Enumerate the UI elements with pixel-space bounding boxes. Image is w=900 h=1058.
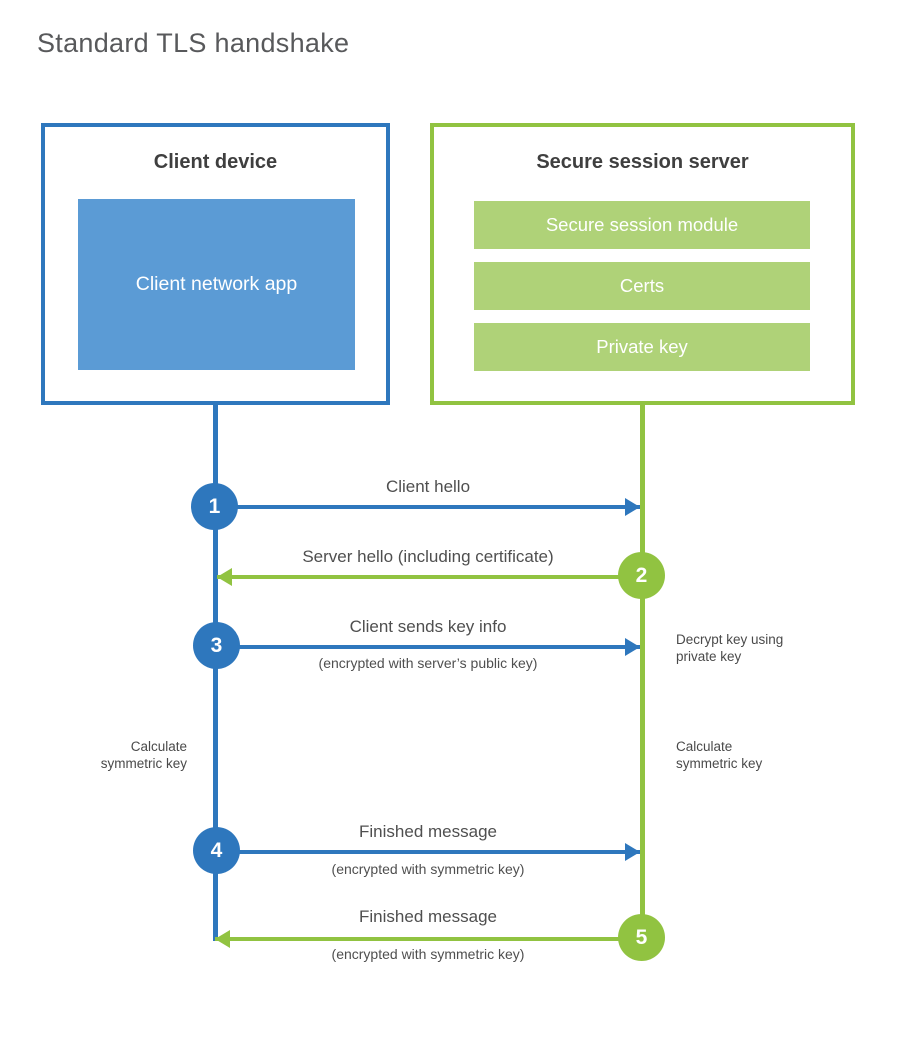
- step-badge-2: 2: [618, 552, 665, 599]
- message-label-2: Server hello (including certificate): [302, 547, 554, 566]
- client-lifeline: [213, 403, 218, 941]
- annotation-calculate-symmetric-key-server: Calculate symmetric key: [676, 739, 763, 771]
- secure-session-server-box: Secure session server Secure session mod…: [430, 123, 855, 405]
- step-badge-4: 4: [193, 827, 240, 874]
- server-module-private-key: Private key: [474, 323, 810, 371]
- client-network-app-module: Client network app: [78, 199, 355, 370]
- secure-session-server-title: Secure session server: [536, 151, 749, 173]
- message-arrow-4: [216, 843, 640, 861]
- message-sublabel-5: (encrypted with symmetric key): [331, 946, 525, 962]
- client-device-box: Client device Client network app: [41, 123, 390, 405]
- arrowhead-right-icon: [625, 498, 640, 516]
- arrowhead-left-icon: [215, 930, 230, 948]
- arrowhead-right-icon: [625, 843, 640, 861]
- arrowhead-right-icon: [625, 638, 640, 656]
- message-arrow-5: [215, 930, 642, 948]
- message-sublabel-3: (encrypted with server’s public key): [318, 655, 538, 671]
- page-title: Standard TLS handshake: [37, 28, 350, 58]
- message-arrow-3: [216, 638, 640, 656]
- step-badge-3: 3: [193, 622, 240, 669]
- client-network-app-label: Client network app: [135, 272, 298, 295]
- server-module-certs: Certs: [474, 262, 810, 310]
- message-label-1: Client hello: [385, 477, 471, 496]
- server-lifeline: [640, 403, 645, 938]
- message-arrow-2: [217, 568, 642, 586]
- message-label-5: Finished message: [359, 907, 497, 926]
- server-module-secure-session: Secure session module: [474, 201, 810, 249]
- message-arrow-1: [216, 498, 640, 516]
- message-label-4: Finished message: [359, 822, 497, 841]
- annotation-calculate-symmetric-key-client: Calculate symmetric key: [100, 739, 187, 771]
- step-badge-5: 5: [618, 914, 665, 961]
- arrowhead-left-icon: [217, 568, 232, 586]
- message-sublabel-4: (encrypted with symmetric key): [331, 861, 525, 877]
- client-device-title: Client device: [153, 151, 278, 173]
- message-label-3: Client sends key info: [349, 617, 507, 636]
- annotation-decrypt-key: Decrypt key using private key: [676, 632, 784, 664]
- step-badge-1: 1: [191, 483, 238, 530]
